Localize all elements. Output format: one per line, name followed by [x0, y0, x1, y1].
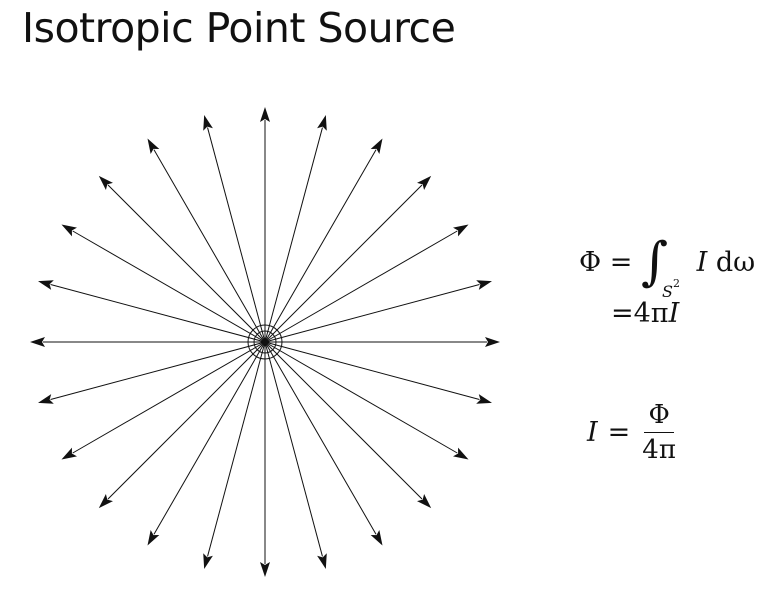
flux-integral-equation: Φ = ∫S2 I dω — [579, 224, 756, 301]
ray-line — [207, 341, 266, 557]
integration-domain: S2 — [662, 273, 680, 304]
arrowhead — [370, 138, 383, 154]
arrowhead — [260, 562, 270, 577]
arrowhead — [38, 394, 54, 404]
ray-line — [153, 149, 266, 343]
ray-line — [50, 284, 266, 343]
fraction-numerator: Φ — [644, 400, 674, 433]
arrowhead — [417, 494, 432, 509]
sphere-symbol: S — [662, 282, 674, 301]
source-outer-circle — [247, 324, 283, 360]
ray-line — [72, 341, 266, 454]
fraction: Φ 4π — [638, 400, 680, 465]
ray-line — [264, 341, 323, 557]
ray-line — [264, 230, 458, 343]
arrowhead — [38, 280, 54, 290]
fraction-denominator: 4π — [642, 435, 676, 465]
ray-line — [264, 127, 323, 343]
arrowhead — [61, 447, 77, 460]
arrowhead — [370, 530, 383, 546]
arrowhead — [476, 394, 492, 404]
arrowhead — [203, 115, 213, 131]
ray-line — [264, 341, 423, 500]
arrowhead — [417, 175, 432, 190]
solid-angle-differential: dω — [715, 247, 756, 278]
intensity-symbol: I — [587, 417, 598, 448]
ray-line — [264, 149, 377, 343]
ray-line — [207, 127, 266, 343]
flux-symbol: Φ — [579, 247, 602, 278]
flux-result-equation: =4πI — [611, 298, 679, 329]
arrowhead — [30, 337, 45, 347]
source-point — [262, 339, 268, 345]
sphere-exponent: 2 — [673, 277, 681, 290]
arrowhead — [147, 530, 160, 546]
ray-line — [264, 284, 480, 343]
ray-line — [264, 341, 480, 400]
equals-sign: = — [611, 298, 634, 329]
arrowhead — [61, 224, 77, 237]
intensity-symbol: I — [668, 298, 680, 329]
ray-line — [153, 341, 266, 535]
four-pi: 4π — [633, 298, 669, 329]
arrowhead — [453, 447, 469, 460]
arrowhead — [98, 494, 113, 509]
arrowhead — [98, 175, 113, 190]
arrowhead — [453, 224, 469, 237]
arrowhead — [260, 107, 270, 122]
radiating-arrows — [30, 107, 500, 577]
arrowhead — [317, 553, 327, 569]
arrowhead — [485, 337, 500, 347]
ray-line — [107, 184, 266, 343]
equals-sign: = — [609, 247, 633, 278]
integral-sign: ∫ — [640, 232, 669, 292]
ray-line — [72, 230, 266, 343]
arrowhead — [317, 115, 327, 131]
source-inner-circle — [253, 330, 277, 354]
ray-line — [264, 341, 458, 454]
point-source-hub — [247, 324, 283, 360]
equals-sign: = — [607, 417, 631, 448]
ray-line — [50, 341, 266, 400]
ray-line — [264, 184, 423, 343]
arrowhead — [203, 553, 213, 569]
ray-line — [107, 341, 266, 500]
slide-title: Isotropic Point Source — [22, 4, 456, 52]
arrowhead — [476, 280, 492, 290]
ray-line — [264, 341, 377, 535]
intensity-symbol: I — [696, 247, 708, 278]
intensity-equation: I = Φ 4π — [587, 400, 680, 465]
arrowhead — [147, 138, 160, 154]
